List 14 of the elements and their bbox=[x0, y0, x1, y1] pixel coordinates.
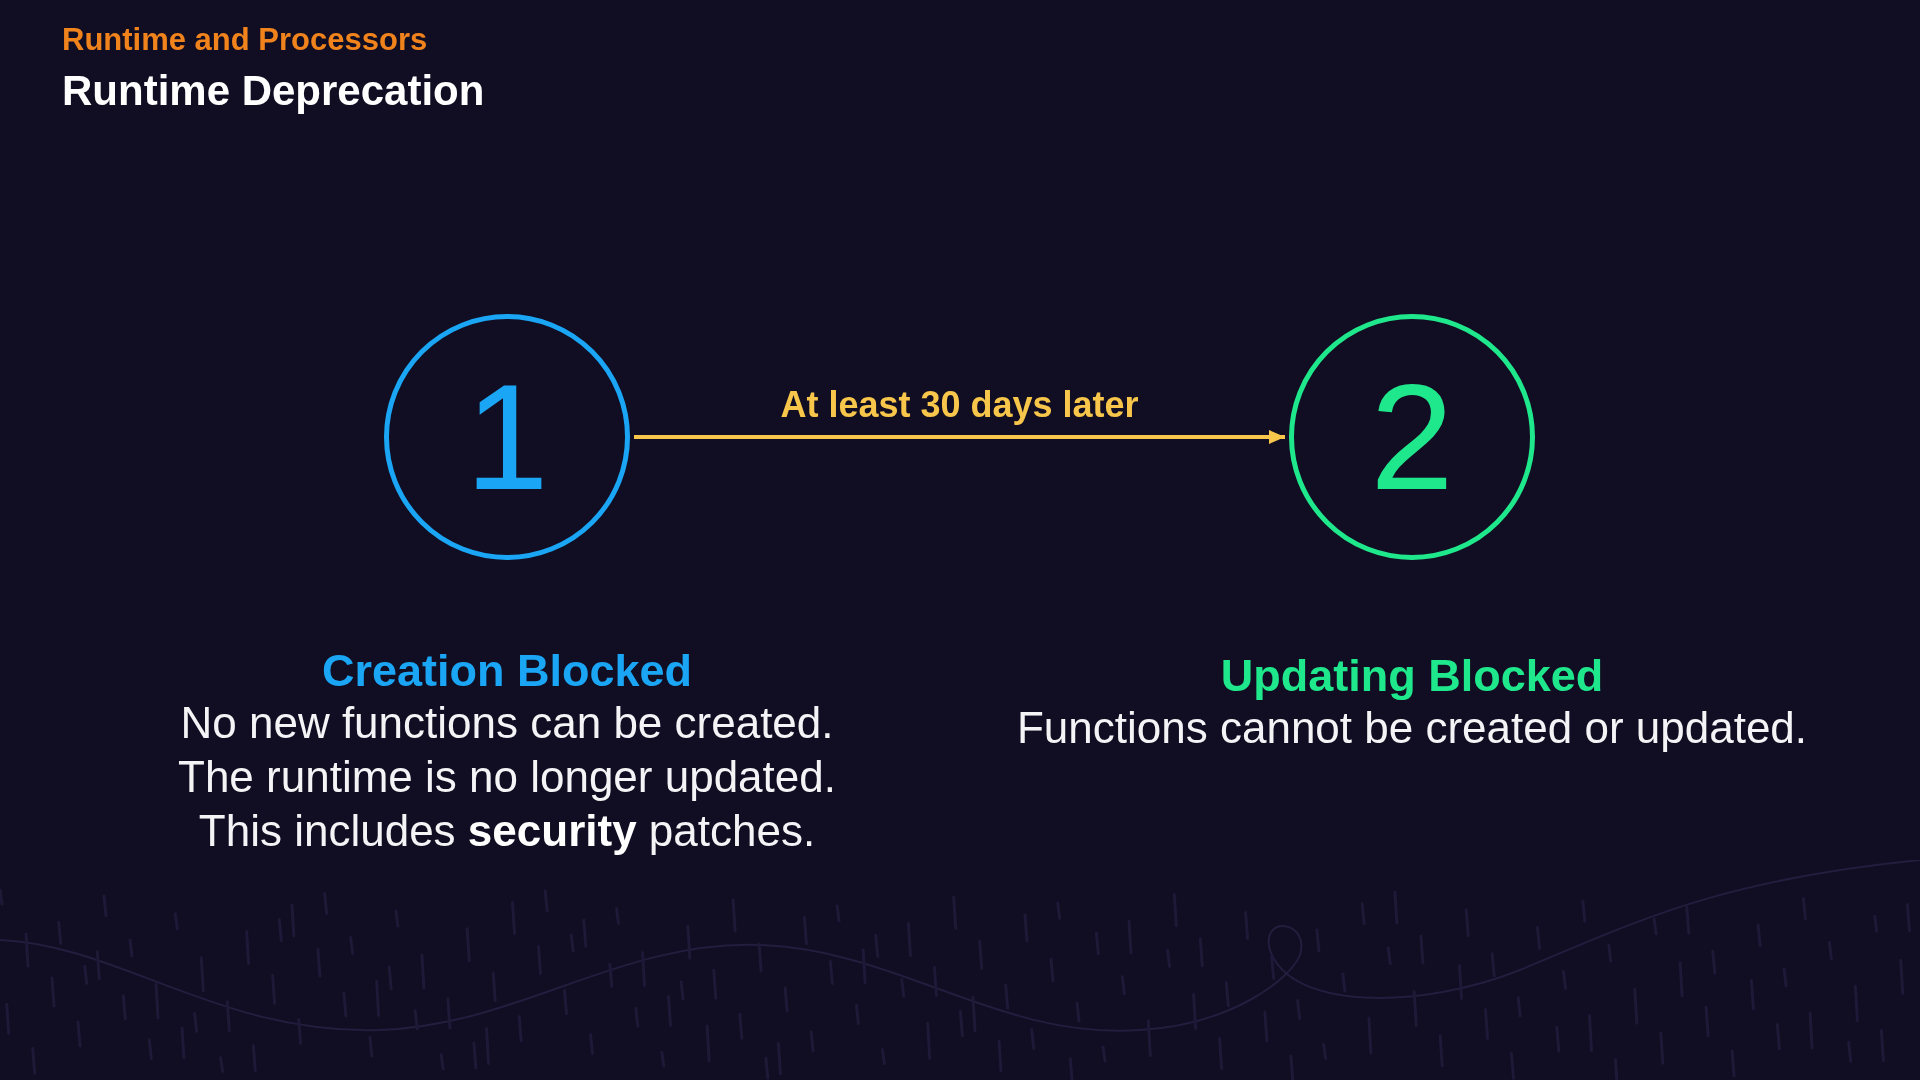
step-description: This includes security patches. bbox=[198, 805, 816, 857]
arrow bbox=[634, 430, 1285, 444]
step-number: 1 bbox=[465, 362, 549, 512]
step-number: 2 bbox=[1370, 362, 1454, 512]
slide-title: Runtime Deprecation bbox=[62, 66, 485, 116]
step-description: Functions cannot be created or updated. bbox=[1016, 702, 1808, 754]
step-description: The runtime is no longer updated. bbox=[178, 751, 836, 803]
edge-label: At least 30 days later bbox=[780, 382, 1139, 426]
step-description: No new functions can be created. bbox=[180, 697, 834, 749]
step-heading: Updating Blocked bbox=[1220, 651, 1604, 701]
step-heading: Creation Blocked bbox=[321, 646, 693, 696]
step-circle bbox=[384, 314, 630, 560]
section-label: Runtime and Processors bbox=[62, 21, 428, 59]
step-circle bbox=[1289, 314, 1535, 560]
